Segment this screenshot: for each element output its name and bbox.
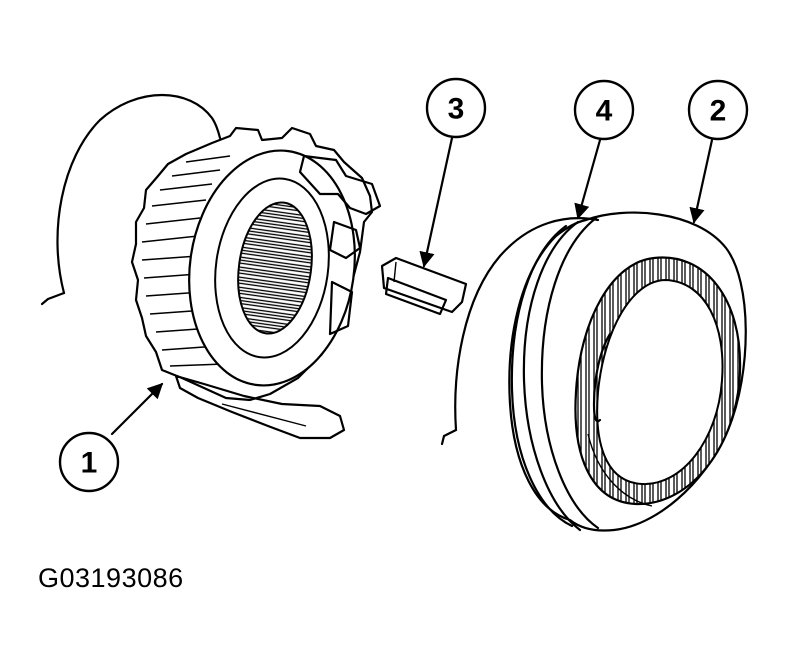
callout-3: 3 [425, 77, 487, 139]
callout-2: 2 [687, 79, 749, 141]
callout-4: 4 [573, 79, 635, 141]
callout-4-label: 4 [596, 95, 613, 128]
callout-1: 1 [58, 431, 120, 493]
synchronizer-sleeve [440, 211, 747, 532]
hub-fork-tab [174, 374, 346, 440]
sleeve-spring-wire [454, 217, 600, 432]
figure-id: G03193086 [38, 563, 184, 593]
leader-lines [110, 136, 714, 436]
leader-1 [110, 382, 164, 436]
hub-spring-wire [56, 93, 222, 295]
callout-2-label: 2 [710, 95, 727, 128]
hub-splined-bore [237, 201, 313, 335]
synchronizer-hub [40, 93, 382, 440]
hub-toothed-body [130, 126, 374, 402]
callout-3-label: 3 [448, 93, 465, 126]
leader-3 [419, 136, 454, 268]
insert-key [380, 256, 468, 316]
leader-4 [574, 138, 602, 220]
callout-1-label: 1 [81, 447, 98, 480]
leader-2 [689, 138, 714, 224]
